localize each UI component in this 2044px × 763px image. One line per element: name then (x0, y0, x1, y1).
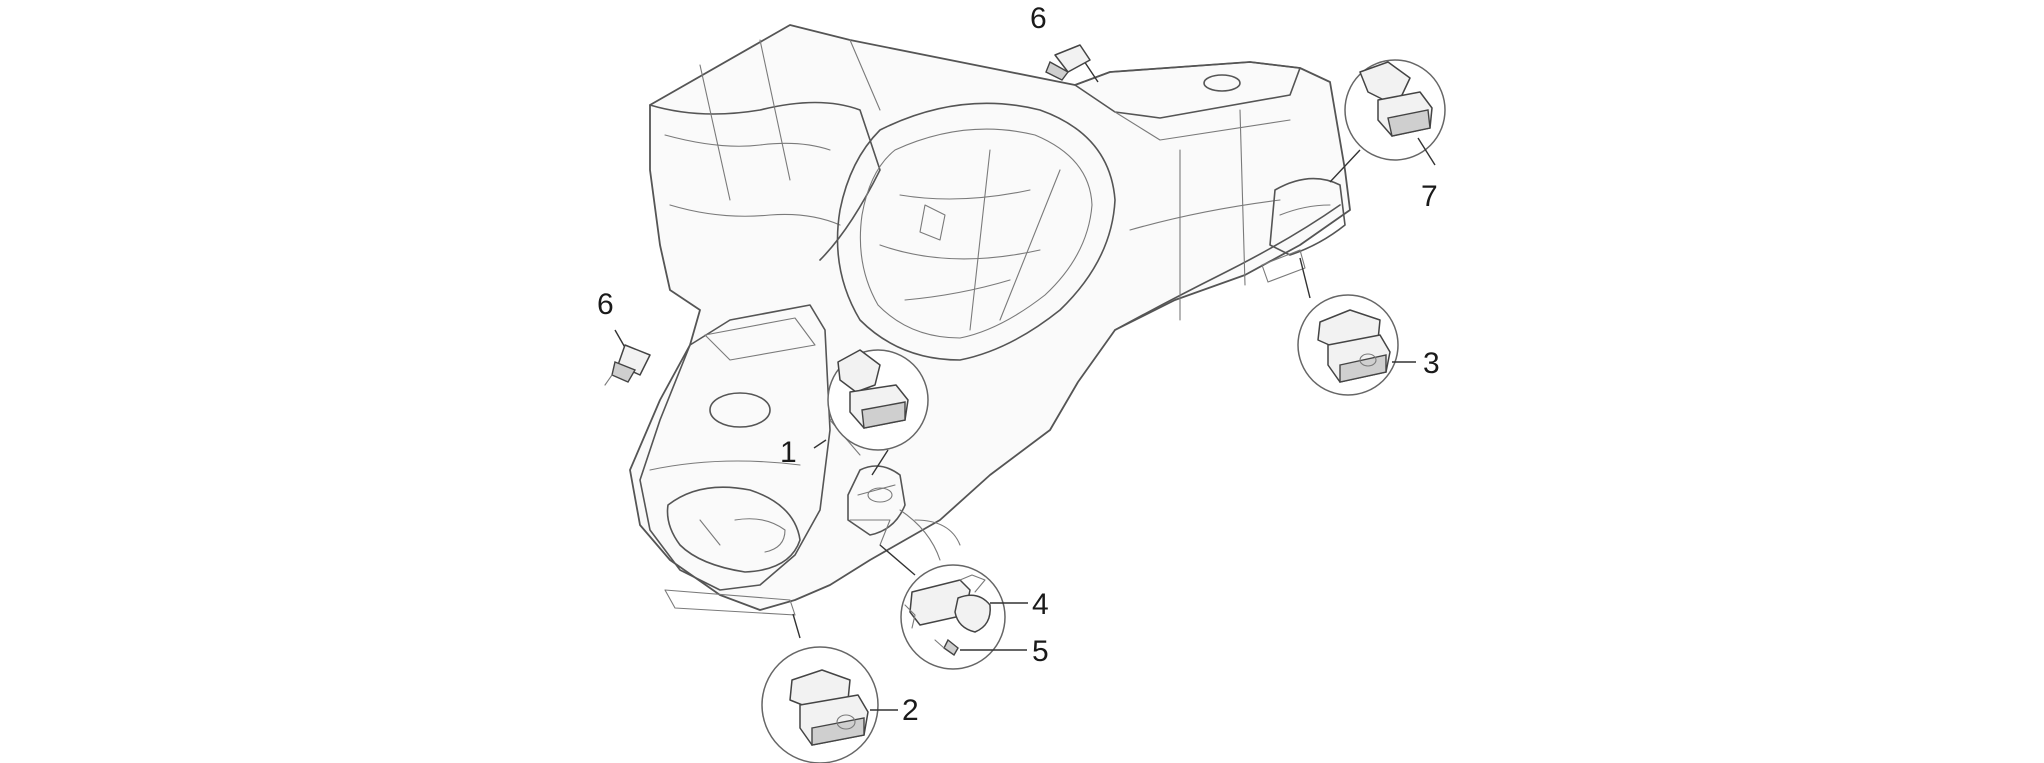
part-3-switch (1317, 309, 1391, 383)
part-4-clamp-switch (904, 574, 991, 633)
part-6-left-bulb (604, 344, 651, 386)
part-5-screw (934, 638, 959, 657)
part-7-switch (1359, 61, 1433, 137)
part-6-top-bulb (1045, 44, 1091, 81)
part-label-7: 7 (1421, 180, 1438, 213)
part-label-3: 3 (1423, 347, 1440, 380)
part-1-switch (837, 349, 909, 429)
handlebar-cover-body (629, 24, 1351, 616)
part-2-switch (789, 669, 869, 746)
part-label-6-left: 6 (597, 288, 614, 321)
part-label-1: 1 (780, 436, 797, 469)
part-label-6-top: 6 (1030, 2, 1047, 35)
part-label-5: 5 (1032, 635, 1049, 668)
part-label-2: 2 (902, 694, 919, 727)
part-labels: 6 7 6 3 1 4 5 2 (597, 2, 1440, 727)
part-label-4: 4 (1032, 588, 1049, 621)
